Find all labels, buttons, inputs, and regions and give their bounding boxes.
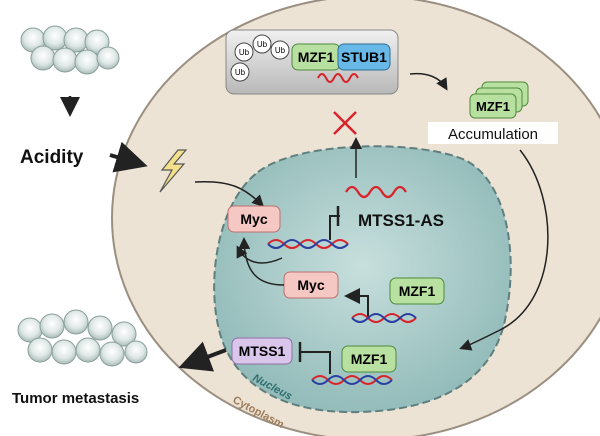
accumulation-label: Accumulation [448,126,538,143]
mzf1-bottom-label: MZF1 [351,351,388,367]
myc-feedback-arrow [236,245,283,264]
mzf1-accumulation-stack: MZF1 [469,81,529,119]
lightning-icon [159,149,188,193]
acidity-label: Acidity [20,147,84,168]
mzf1-protein-bottom [341,345,397,373]
myc-to-myc-arrow [238,237,285,286]
tumor-metastasis-label: Tumor metastasis [12,390,139,407]
mzf1-protein-middle [389,277,445,305]
blocked-x-icon [333,111,357,135]
mzf1-activates-myc-arrow [344,288,369,318]
lightning-to-myc-arrow [194,180,265,208]
dna-upper [267,239,349,249]
myc-protein-upper [227,205,281,233]
mtss1-as-rna [345,185,407,199]
svg-text:Ub: Ub [275,46,286,55]
mtss1-label: MTSS1 [239,343,286,359]
myc-upper-label: Myc [240,211,267,227]
acidity-arrow [109,141,148,173]
accumulation-to-nucleus-arrow [459,149,549,351]
myc-lower-label: Myc [297,277,324,293]
mtss1-as-label: MTSS1-AS [358,211,444,230]
mzf1-represses-mtss1-line [300,351,331,374]
mzf1-top-label: MZF1 [298,49,335,65]
rna-in-complex [317,73,359,83]
tumor-cell-cluster-icon [17,309,148,367]
stub1-label: STUB1 [341,49,387,65]
mzf1-middle-label: MZF1 [399,283,436,299]
cell-cluster-icon [20,25,120,75]
ubiquitin-chain: Ub Ub Ub Ub [230,34,290,82]
svg-text:Ub: Ub [257,40,268,49]
dna-middle [351,313,417,323]
svg-text:Ub: Ub [239,48,250,57]
metastasis-arrow [178,341,227,372]
complex-to-accumulation-arrow [409,72,448,91]
svg-text:MZF1: MZF1 [476,99,510,114]
dna-bottom [311,375,393,385]
mtss1-protein [231,337,293,365]
stub1-protein [337,43,391,71]
mtss1-as-repression-line [329,215,340,240]
svg-text:Ub: Ub [235,68,246,77]
